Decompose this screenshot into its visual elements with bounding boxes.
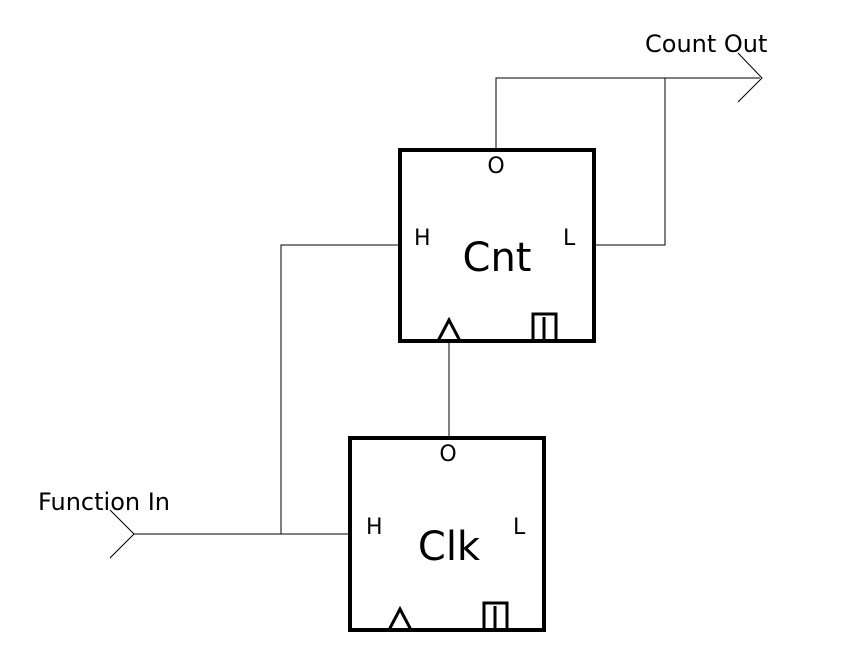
clk-pin-top-label: O xyxy=(439,442,456,467)
cnt-block[interactable]: O H L Cnt xyxy=(398,148,596,343)
cnt-block-name: Cnt xyxy=(463,235,532,281)
cnt-clock-edge-icon xyxy=(436,316,462,342)
cnt-pin-left-label: H xyxy=(414,226,431,251)
count-out-label: Count Out xyxy=(645,30,767,58)
function-in-label: Function In xyxy=(38,488,170,516)
wires xyxy=(133,77,760,535)
clk-pulse-icon xyxy=(482,601,509,630)
cnt-pulse-icon xyxy=(531,312,558,341)
clk-block-body xyxy=(348,436,546,632)
wire-cnt-out-to-count-out xyxy=(495,77,760,150)
clk-block-name: Clk xyxy=(418,524,481,570)
cnt-pin-top-label: O xyxy=(487,154,504,179)
clk-block[interactable]: O H L Clk xyxy=(348,436,546,632)
clk-clock-edge-icon xyxy=(387,605,413,631)
count-out-arrow-icon xyxy=(737,52,763,103)
cnt-pin-right-label: L xyxy=(563,226,576,251)
clk-pin-right-label: L xyxy=(513,515,526,540)
function-in-arrow-icon xyxy=(109,509,135,559)
wire-function-in-to-cnt-h xyxy=(280,244,400,534)
wire-cnt-l-feedback xyxy=(595,78,666,246)
cnt-block-body xyxy=(398,148,596,343)
clk-pin-left-label: H xyxy=(366,515,383,540)
